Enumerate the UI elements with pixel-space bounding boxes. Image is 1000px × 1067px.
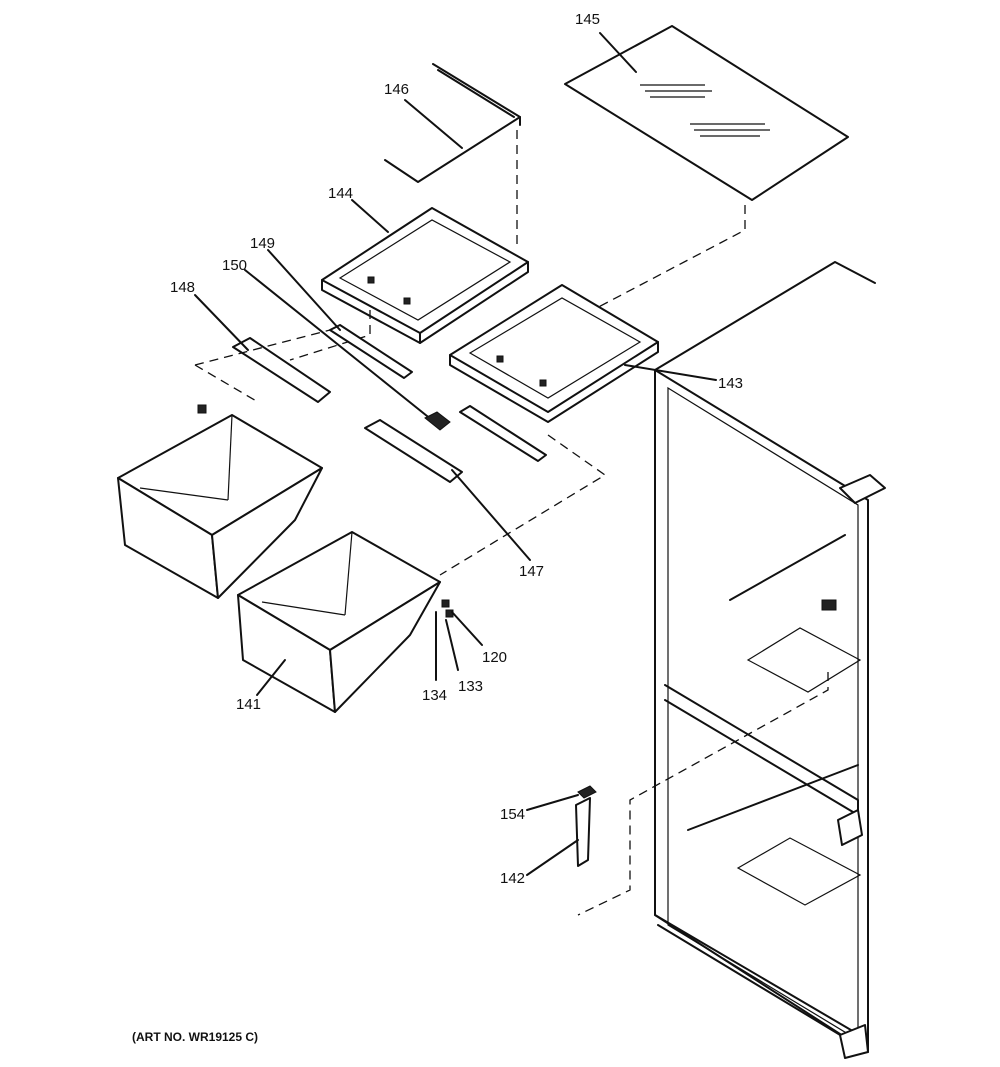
leader-133 — [445, 619, 459, 671]
part-120 — [441, 599, 450, 608]
crisper-drawer-left — [117, 414, 323, 599]
callout-134: 134 — [422, 687, 447, 704]
leader-147 — [451, 469, 531, 561]
callout-145: 145 — [575, 11, 600, 28]
leader-146 — [404, 99, 463, 149]
dash-148 — [194, 364, 259, 403]
callout-150: 150 — [222, 257, 247, 274]
callout-142: 142 — [500, 870, 525, 887]
leader-149 — [267, 249, 341, 331]
leader-154 — [526, 794, 579, 811]
callout-146: 146 — [384, 81, 409, 98]
crisper-frame-144 — [321, 207, 529, 344]
callout-120: 120 — [482, 649, 507, 666]
leader-120 — [451, 611, 483, 646]
dash-cabinet — [577, 672, 829, 916]
leader-141 — [256, 659, 286, 696]
callout-149: 149 — [250, 235, 275, 252]
dash-147 — [439, 434, 607, 576]
refrigerator-cabinet — [654, 261, 886, 1059]
clip-150 — [424, 411, 451, 431]
callout-147: 147 — [519, 563, 544, 580]
callout-154: 154 — [500, 806, 525, 823]
glass-shelf-145 — [564, 25, 849, 201]
dash-145-143 — [569, 205, 746, 323]
fastener-left — [197, 404, 207, 414]
leader-145 — [599, 32, 637, 73]
dash-148b — [194, 329, 331, 366]
callout-144: 144 — [328, 185, 353, 202]
callout-133: 133 — [458, 678, 483, 695]
rail-147 — [459, 405, 547, 462]
leader-148 — [194, 294, 249, 351]
part-154 — [577, 785, 597, 799]
callout-148: 148 — [170, 279, 195, 296]
crisper-cover-146 — [384, 63, 521, 183]
leader-144 — [351, 199, 389, 233]
crisper-drawer-141 — [237, 531, 441, 713]
strip-148 — [232, 337, 331, 403]
callout-141: 141 — [236, 696, 261, 713]
callout-143: 143 — [718, 375, 743, 392]
strip-147 — [364, 419, 463, 483]
art-number: (ART NO. WR19125 C) — [132, 1030, 259, 1044]
leader-150 — [244, 269, 433, 421]
dash-144 — [289, 310, 371, 361]
leader-143 — [624, 364, 717, 381]
part-142 — [575, 797, 591, 867]
crisper-frame-143 — [449, 284, 659, 423]
leader-142 — [526, 839, 579, 876]
